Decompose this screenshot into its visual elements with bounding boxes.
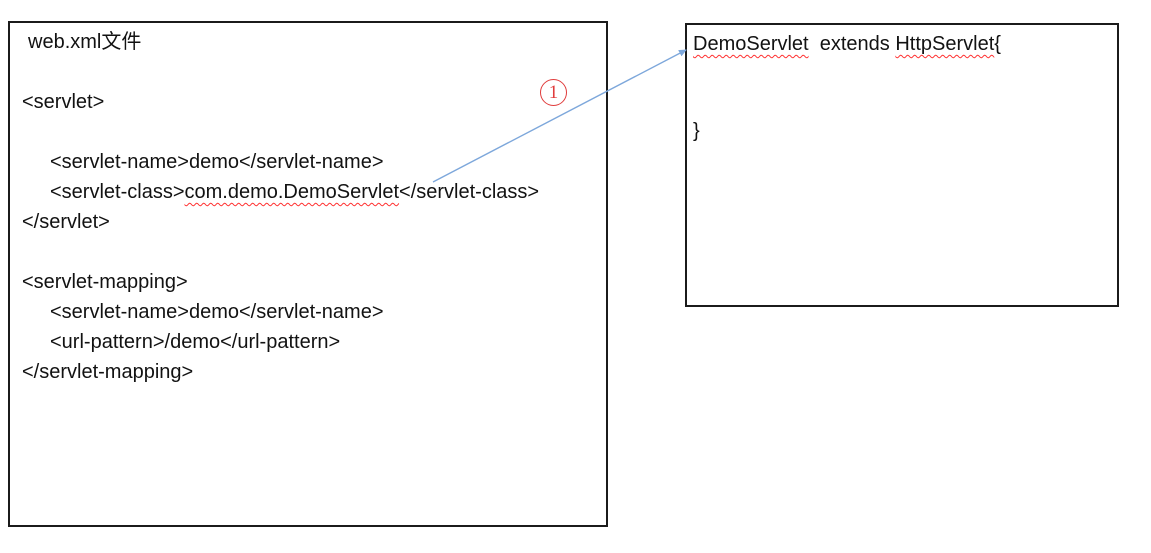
- servlet-mapping-open-tag: <servlet-mapping>: [22, 271, 188, 293]
- class-declaration-line: DemoServlet extends HttpServlet{: [693, 30, 1113, 59]
- servlet-class-line: <servlet-class>com.demo.DemoServlet</ser…: [22, 177, 600, 207]
- extends-keyword: extends: [808, 33, 896, 55]
- mapping-servlet-name-line: <servlet-name>demo</servlet-name>: [50, 301, 384, 323]
- servlet-name-line: <servlet-name>demo</servlet-name>: [50, 151, 384, 173]
- java-class-panel: DemoServlet extends HttpServlet{ }: [685, 23, 1119, 307]
- url-pattern-line: <url-pattern>/demo</url-pattern>: [50, 331, 341, 353]
- step-1-badge: 1: [540, 79, 567, 106]
- servlet-class-open-tag: <servlet-class>: [50, 181, 185, 203]
- step-1-label: 1: [548, 82, 559, 103]
- spacer-line: [22, 57, 600, 87]
- close-brace: }: [693, 120, 700, 142]
- servlet-class-close-tag: </servlet-class>: [399, 181, 540, 203]
- webxml-panel: web.xml文件 <servlet> <servlet-name>demo</…: [8, 21, 608, 527]
- spacer-line: [693, 88, 1113, 117]
- open-brace: {: [994, 33, 1001, 55]
- servlet-open-tag: <servlet>: [22, 91, 105, 113]
- webxml-title: web.xml文件: [28, 31, 142, 53]
- class-name: DemoServlet: [693, 33, 809, 55]
- servlet-class-value: com.demo.DemoServlet: [184, 181, 400, 203]
- servlet-close-tag: </servlet>: [22, 211, 110, 233]
- servlet-mapping-close-tag: </servlet-mapping>: [22, 361, 194, 383]
- spacer-line: [693, 59, 1113, 88]
- spacer-line: [22, 117, 600, 147]
- spacer-line: [22, 237, 600, 267]
- superclass-name: HttpServlet: [895, 33, 995, 55]
